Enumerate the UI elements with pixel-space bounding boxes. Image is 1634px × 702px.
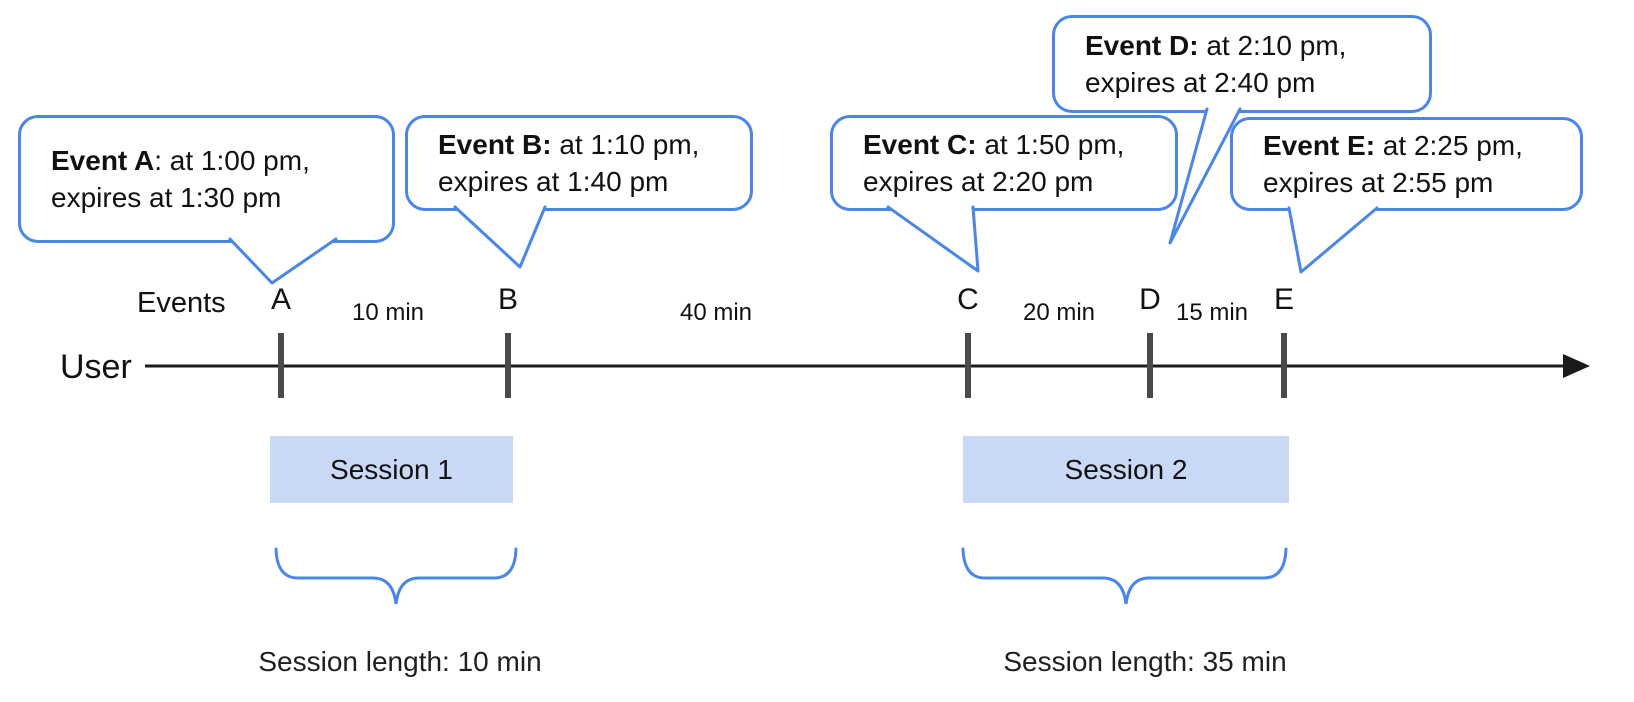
- brace-session-2: [961, 547, 1288, 605]
- session-1-bar: Session 1: [270, 436, 513, 503]
- callout-title: Event B:: [438, 129, 552, 160]
- callout-title-rest: : at 1:00 pm,: [154, 145, 310, 176]
- session-2-bar: Session 2: [963, 436, 1289, 503]
- tick-event-d: [1147, 333, 1153, 398]
- user-lane-label: User: [60, 348, 132, 386]
- callout-title: Event C:: [863, 129, 977, 160]
- event-c-tick-label: C: [957, 283, 979, 316]
- callout-title: Event E:: [1263, 130, 1376, 161]
- callout-line1: Event E: at 2:25 pm,: [1263, 127, 1572, 164]
- session-1-length-label: Session length: 10 min: [258, 646, 542, 677]
- callout-line2: expires at 2:20 pm: [863, 166, 1094, 197]
- callout-title: Event A: [51, 145, 155, 176]
- callout-line2: expires at 2:40 pm: [1085, 67, 1316, 98]
- session-2-length-label: Session length: 35 min: [1003, 646, 1287, 677]
- event-b-tick-label: B: [497, 283, 519, 316]
- callout-title: Event D:: [1085, 30, 1199, 61]
- callout-line1: Event B: at 1:10 pm,: [438, 126, 742, 163]
- event-a-tick-label: A: [270, 283, 292, 316]
- callout-title-rest: at 2:10 pm,: [1198, 30, 1347, 61]
- callout-line1: Event D: at 2:10 pm,: [1085, 27, 1421, 64]
- event-c-callout: Event C: at 1:50 pm, expires at 2:20 pm: [830, 115, 1178, 211]
- event-d-callout: Event D: at 2:10 pm, expires at 2:40 pm: [1052, 15, 1432, 113]
- tick-event-b: [505, 333, 511, 398]
- callout-tail-c: [886, 205, 980, 273]
- interval-label-d-e: 15 min: [1175, 299, 1249, 326]
- event-e-callout: Event E: at 2:25 pm, expires at 2:55 pm: [1230, 117, 1583, 211]
- session-1-bar-label: Session 1: [330, 453, 453, 485]
- callout-line1: Event A: at 1:00 pm,: [51, 142, 384, 179]
- event-e-tick-label: E: [1273, 283, 1295, 316]
- tick-event-a: [278, 333, 284, 398]
- tick-event-e: [1281, 333, 1287, 398]
- event-d-tick-label: D: [1139, 283, 1161, 316]
- callout-line2: expires at 1:40 pm: [438, 166, 669, 197]
- callout-title-rest: at 2:25 pm,: [1375, 130, 1523, 161]
- callout-line2: expires at 1:30 pm: [51, 182, 282, 213]
- interval-label-b-c: 40 min: [679, 299, 753, 326]
- event-a-callout: Event A: at 1:00 pm, expires at 1:30 pm: [18, 115, 395, 243]
- callout-line2: expires at 2:55 pm: [1263, 167, 1494, 198]
- callout-tail-b: [453, 205, 547, 269]
- callout-title-rest: at 1:50 pm,: [976, 129, 1125, 160]
- callout-tail-a: [228, 237, 338, 285]
- events-row-label: Events: [137, 287, 226, 319]
- timeline-arrowhead-icon: [1563, 354, 1590, 378]
- brace-session-1: [274, 547, 518, 605]
- session-2-bar-label: Session 2: [1064, 453, 1188, 485]
- callout-line1: Event C: at 1:50 pm,: [863, 126, 1167, 163]
- interval-label-c-d: 20 min: [1022, 299, 1096, 326]
- interval-label-a-b: 10 min: [351, 299, 425, 326]
- event-b-callout: Event B: at 1:10 pm, expires at 1:40 pm: [405, 115, 753, 211]
- callout-tail-e: [1287, 206, 1379, 274]
- tick-event-c: [965, 333, 971, 398]
- callout-title-rest: at 1:10 pm,: [551, 129, 700, 160]
